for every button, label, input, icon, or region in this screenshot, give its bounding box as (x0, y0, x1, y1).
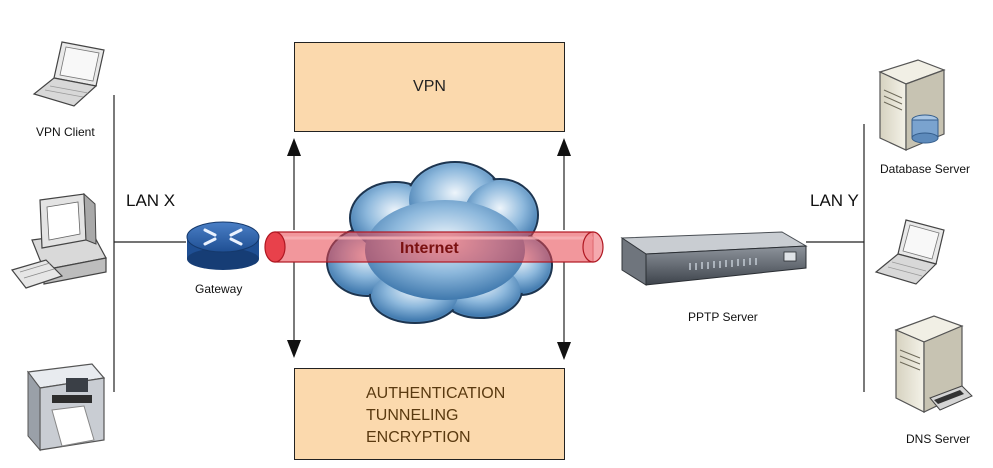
feature-encryption: ENCRYPTION (366, 429, 471, 446)
laptop-icon-right (874, 219, 945, 285)
vpn-client-label: VPN Client (36, 125, 95, 139)
vpn-tunnel (264, 231, 604, 263)
lan-x-bus (113, 95, 186, 392)
dns-server-icon (894, 315, 973, 413)
lan-y-bus (806, 124, 865, 392)
arrow-left-down (287, 262, 301, 358)
pptp-server-label: PPTP Server (688, 310, 758, 324)
router-icon (186, 221, 260, 270)
arrow-left-up (287, 138, 301, 230)
dns-server-label: DNS Server (906, 432, 971, 446)
desktop-computer-icon (10, 192, 107, 289)
rack-server-icon (620, 231, 808, 286)
database-server-label: Database Server (880, 162, 971, 176)
lan-y-label: LAN Y (810, 191, 859, 210)
arrow-right-up (557, 138, 571, 230)
security-features-box: AUTHENTICATION TUNNELING ENCRYPTION (294, 368, 565, 460)
vpn-box-title: VPN (413, 78, 446, 95)
lan-x-label: LAN X (126, 191, 176, 210)
arrow-right-down (557, 262, 571, 360)
feature-tunneling: TUNNELING (366, 407, 459, 424)
internet-label: Internet (400, 240, 459, 257)
printer-icon (26, 363, 106, 452)
database-server-icon (878, 59, 946, 151)
feature-authentication: AUTHENTICATION (366, 385, 506, 402)
laptop-icon (32, 41, 105, 107)
gateway-label: Gateway (195, 282, 243, 296)
vpn-box: VPN (294, 42, 565, 132)
